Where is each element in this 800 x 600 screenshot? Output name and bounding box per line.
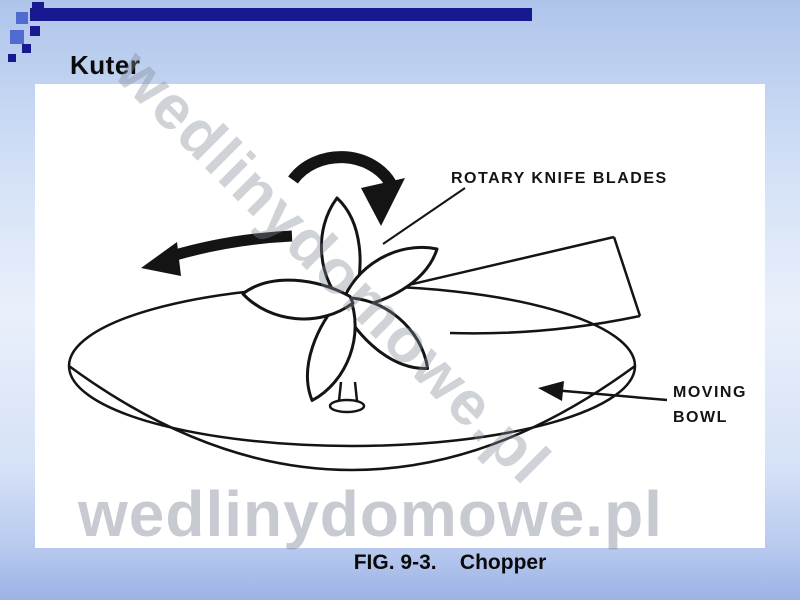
rotation-arrow <box>288 151 405 226</box>
slide-title: Kuter <box>70 50 141 80</box>
bowl-leader-arrow <box>538 381 668 402</box>
bowl-wall <box>68 364 636 472</box>
blades-leader-line <box>382 187 466 245</box>
bowl-label-line2: BOWL <box>673 409 728 426</box>
deco-square <box>8 54 16 62</box>
header-bar-decoration <box>30 8 532 21</box>
deco-square <box>16 12 28 24</box>
figure-panel: ROTARY KNIFE BLADES MOVING BOWL <box>35 84 765 548</box>
chopper-diagram: ROTARY KNIFE BLADES MOVING BOWL <box>67 151 747 472</box>
figure-caption: FIG. 9-3. Chopper <box>353 551 547 574</box>
deco-square <box>32 2 44 14</box>
deco-square <box>22 44 31 53</box>
deco-square <box>10 30 24 44</box>
bowl-motion-arrow <box>141 230 293 276</box>
spindle-base <box>328 381 366 414</box>
deco-square <box>30 26 40 36</box>
knife-blades <box>241 196 439 402</box>
bowl-label-line1: MOVING <box>673 384 747 401</box>
blades-label: ROTARY KNIFE BLADES <box>451 170 668 187</box>
